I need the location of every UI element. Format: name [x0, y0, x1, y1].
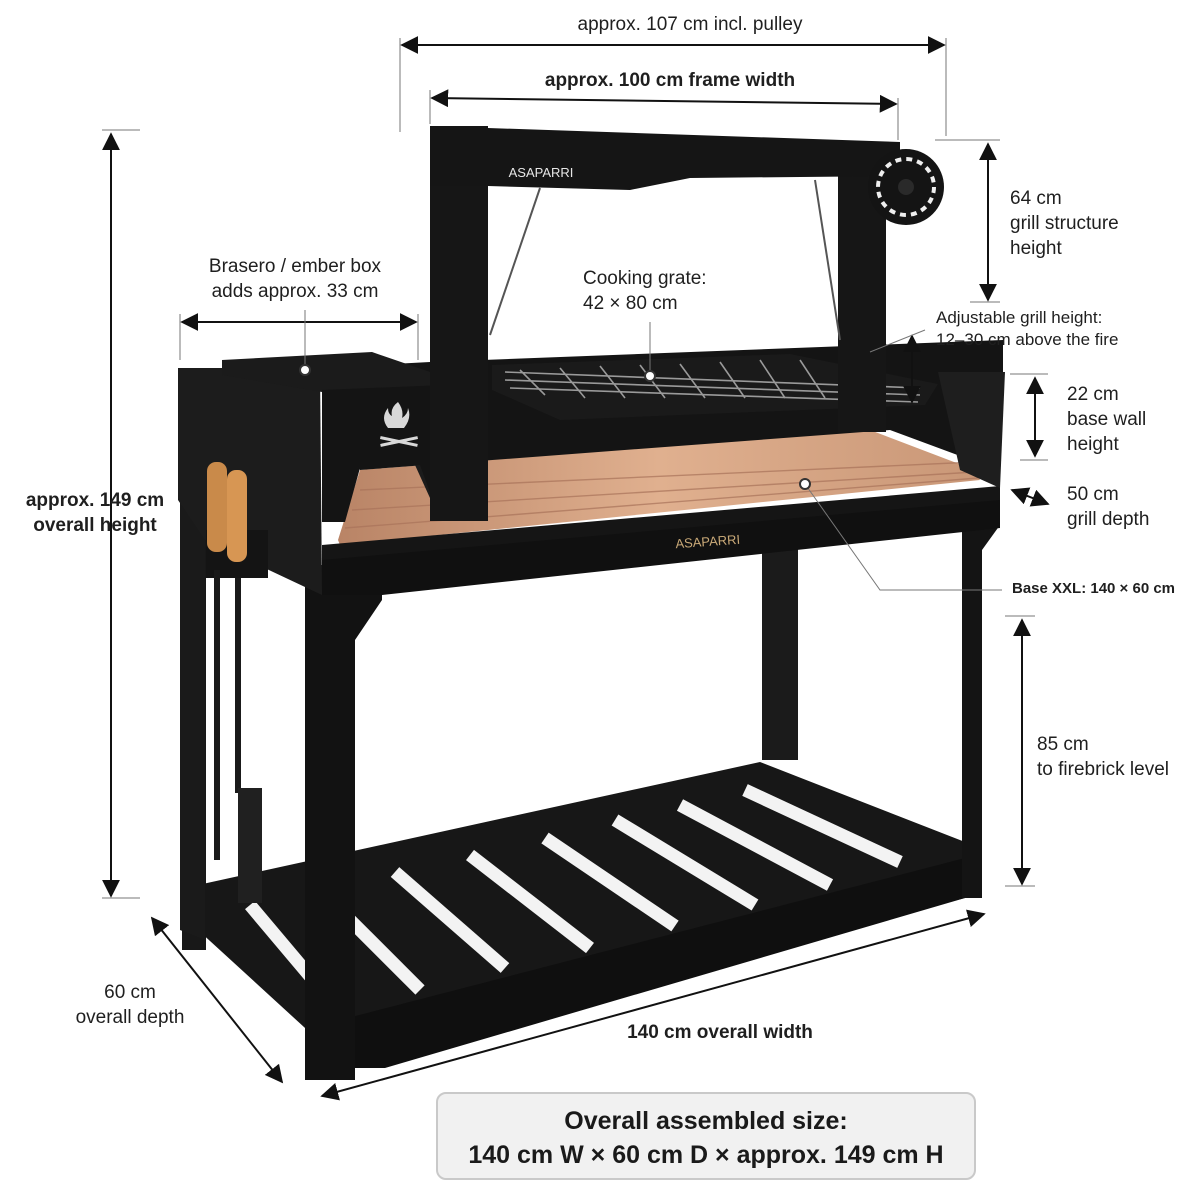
label-grill-depth-line1: 50 cm [1067, 484, 1119, 505]
front-leg-right [962, 500, 1000, 898]
label-base-wall-line2: base wall [1067, 409, 1147, 430]
dimension-lines [102, 36, 1050, 1101]
label-adjustable-line2: 12–30 cm above the fire [936, 330, 1119, 349]
frame-post-left [430, 126, 488, 521]
label-structure-height-line1: 64 cm [1010, 188, 1062, 209]
label-structure-height-line3: height [1010, 238, 1062, 259]
back-leg-right [762, 540, 798, 760]
label-base-xxl: Base XXL: 140 × 60 cm [1012, 580, 1176, 597]
label-structure-height-line2: grill structure [1010, 213, 1119, 234]
pulley-inner [876, 157, 936, 217]
dim-140-width [320, 909, 986, 1101]
brand-label-frame: ASAPARRI [509, 165, 574, 180]
grill-tools [206, 462, 268, 903]
base-xxl-pointer [804, 483, 1002, 591]
label-overall-depth-line2: overall depth [75, 1007, 185, 1028]
summary-box: Overall assembled size: 140 cm W × 60 cm… [436, 1092, 976, 1180]
label-cooking-grate-line1: Cooking grate: [583, 268, 707, 289]
summary-line2: 140 cm W × 60 cm D × approx. 149 cm H [468, 1141, 944, 1169]
frame-top-beam [430, 126, 900, 190]
label-base-wall-line3: height [1067, 434, 1119, 455]
tool-handle-1 [207, 462, 227, 552]
label-grill-depth-line2: grill depth [1067, 509, 1150, 530]
label-overall-height: approx. 149 cm overall height [10, 488, 180, 538]
label-overall-depth: 60 cm overall depth [50, 980, 210, 1030]
label-base-wall-line1: 22 cm [1067, 384, 1119, 405]
summary-line1: Overall assembled size: [564, 1107, 848, 1135]
brand-label-base: ASAPARRI [675, 532, 741, 551]
label-frame-width: approx. 100 cm frame width [544, 70, 796, 91]
label-adjustable-height: Adjustable grill height: 12–30 cm above … [936, 307, 1166, 351]
dim-100-frame [430, 89, 898, 113]
label-width-pulley: approx. 107 cm incl. pulley [577, 14, 803, 35]
label-firebrick-level: 85 cm to firebrick level [1037, 732, 1197, 782]
label-brasero-line2: adds approx. 33 cm [211, 281, 379, 302]
label-cooking-grate-line2: 42 × 80 cm [583, 293, 678, 314]
label-grill-depth: 50 cm grill depth [1067, 482, 1187, 532]
label-base-wall-height: 22 cm base wall height [1067, 382, 1187, 457]
tool-shovel [238, 788, 262, 903]
dim-50-depth [1010, 487, 1050, 507]
lift-cable-left [489, 187, 541, 336]
label-firebrick-line1: 85 cm [1037, 734, 1089, 755]
flame-logo-icon [379, 402, 419, 447]
base-front-rail [322, 500, 1000, 595]
label-firebrick-line2: to firebrick level [1037, 759, 1169, 780]
label-brasero-line1: Brasero / ember box [208, 256, 382, 277]
label-brasero: Brasero / ember box adds approx. 33 cm [170, 254, 420, 304]
side-leg-left [180, 490, 205, 940]
lift-cable-right [814, 179, 841, 341]
label-cooking-grate: Cooking grate: 42 × 80 cm [583, 266, 763, 316]
base-side-wall-right [938, 372, 1005, 488]
tool-handle-2 [227, 470, 247, 562]
label-overall-height-line2: overall height [33, 515, 157, 536]
dim-60-depth [150, 916, 284, 1084]
label-overall-height-line1: approx. 149 cm [25, 490, 165, 511]
label-overall-width: 140 cm overall width [627, 1022, 813, 1043]
label-overall-depth-line1: 60 cm [104, 982, 156, 1003]
label-adjustable-line1: Adjustable grill height: [936, 308, 1103, 327]
label-structure-height: 64 cm grill structure height [1010, 186, 1180, 261]
